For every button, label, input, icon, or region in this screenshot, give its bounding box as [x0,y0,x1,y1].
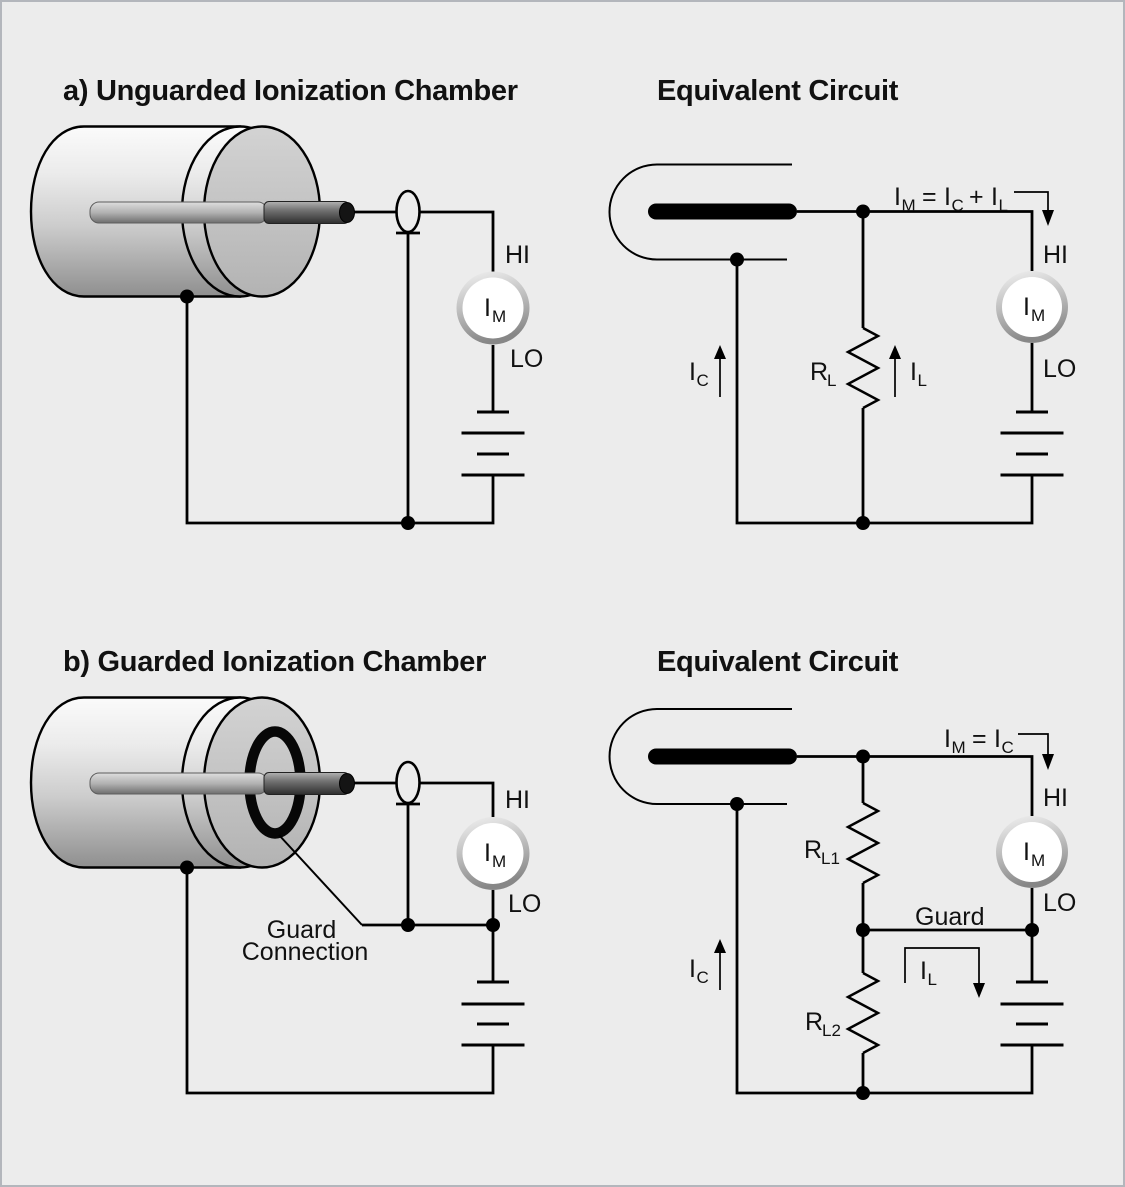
guarded-chamber-circuit: IM HI LO Guard Connection [180,760,541,1095]
rl-label: RL [810,358,836,390]
wire-b-left-main [185,781,495,1095]
lo-label-a-left: LO [510,345,543,373]
resistor-rl1 [845,801,881,885]
junction-dot [856,204,870,219]
down-arrow-icon [1042,754,1054,770]
il-label-b: IL [920,957,937,989]
junction-dot [856,1086,870,1100]
battery-b-right [1000,980,1064,1047]
resistor-rl [845,326,881,410]
battery-a-left [461,410,525,477]
junction-dot [180,860,194,875]
junction-dot [1025,923,1039,937]
unguarded-chamber-circuit: IM HI LO [180,189,543,530]
hi-label-a-left: HI [505,241,530,269]
rl1-label: RL1 [804,836,840,868]
junction-dot [856,749,870,764]
junction-dot [730,797,744,811]
rl2-label: RL2 [805,1008,841,1040]
lo-label-b-right: LO [1043,889,1076,917]
il-label-a: IL [910,358,927,390]
junction-dot [401,918,415,932]
junction-dot [856,516,870,530]
electrode-rod-b-outer [263,772,350,795]
electrode-rod-a-outer [263,201,350,224]
chamber-shell-symbol-a [608,163,792,261]
meter-b-left-label: IM [484,839,506,871]
resistor-rl2 [845,971,881,1055]
electrode-rod-a-tip [339,202,355,223]
title-b: b) Guarded Ionization Chamber [63,646,486,678]
feedthrough-insulator-a [395,189,421,234]
electrode-rod-b-inner [89,772,268,795]
battery-a-right [1000,410,1064,477]
electrode-bar-a [648,203,797,220]
junction-dot [856,923,870,937]
meter-a-left-label: IM [484,294,506,326]
hi-label-a-right: HI [1043,241,1068,269]
meter-a-right-label: IM [1023,293,1045,325]
meter-b-left-face [462,823,524,884]
junction-dot [401,516,415,530]
formula-im-ic: IM = IC [944,725,1014,759]
electrode-bar-b [648,748,797,765]
il-loop-bracket [904,947,980,985]
formula-pointer-b [1018,733,1049,756]
unguarded-chamber-drawing [29,125,355,298]
hi-label-b-right: HI [1043,784,1068,812]
electrode-rod-a-inner [89,201,268,224]
ic-label-b: IC [689,955,709,987]
down-arrow-icon [1042,210,1054,226]
meter-b-right-label: IM [1023,838,1045,870]
wire-b-right-main [735,755,1034,1095]
hi-label-b-left: HI [505,786,530,814]
equivalent-circuit-b: IM IM = IC IC RL1 RL2 IL Guard HI LO [608,708,1076,1100]
formula-pointer-a [1014,191,1049,212]
formula-im-ic-il: IM = IC + IL [894,183,1008,217]
chamber-shell-symbol-b [608,708,792,805]
equivalent-circuit-a: IM IM = IC + IL IC RL IL HI LO [608,163,1076,530]
meter-a-left-face [462,277,524,339]
junction-dot [486,918,500,932]
battery-b-left [461,980,525,1047]
guard-connection-line [278,834,363,926]
feedthrough-insulator-b [395,760,421,805]
lo-label-a-right: LO [1043,355,1076,383]
up-arrow-icon [714,345,726,359]
title-a: a) Unguarded Ionization Chamber [63,75,518,107]
up-arrow-icon [889,345,901,359]
down-arrow-icon [973,983,985,998]
title-equivalent-b: Equivalent Circuit [657,646,899,678]
guarded-chamber-drawing [29,696,355,869]
junction-dot [180,289,194,304]
guard-label: Guard [915,903,984,931]
electrode-rod-b-tip [339,773,355,794]
wire-a-left-main [185,210,495,525]
wire-a-right-main [735,210,1034,525]
guard-connection-label: Guard Connection [242,916,368,966]
title-equivalent-a: Equivalent Circuit [657,75,899,107]
lo-label-b-left: LO [508,890,541,918]
meter-a-right-face [1002,277,1062,337]
ic-label-a: IC [689,358,709,390]
up-arrow-icon [714,939,726,953]
junction-dot [730,252,744,267]
meter-b-right-face [1002,822,1062,882]
